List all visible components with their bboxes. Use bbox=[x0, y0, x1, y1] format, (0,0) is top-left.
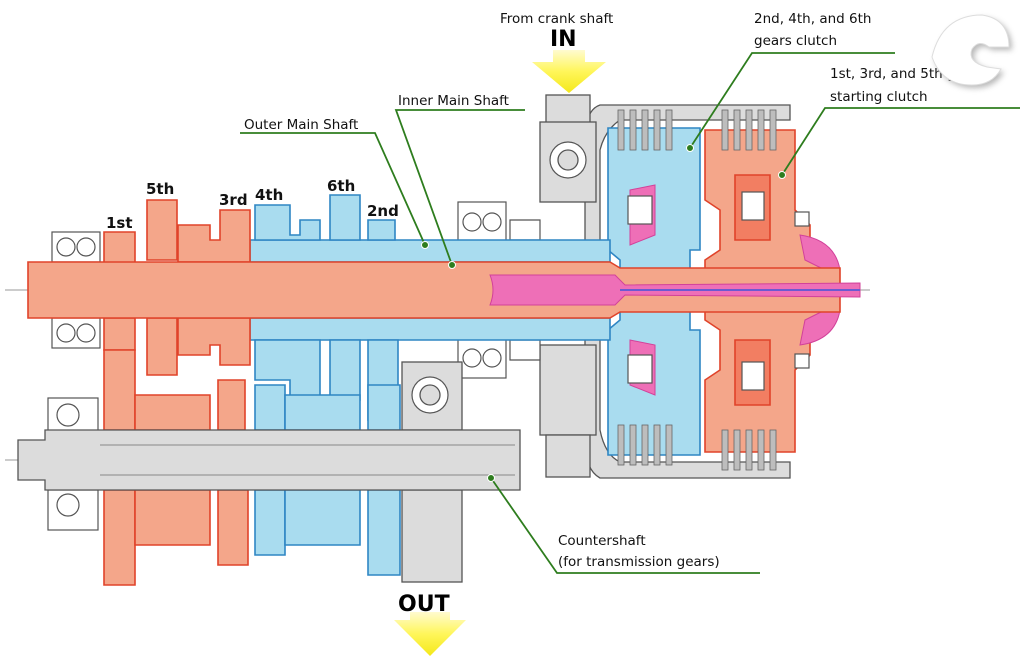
label-even-clutch-line1: 2nd, 4th, and 6th bbox=[754, 11, 871, 27]
odd-clutch-plates-bottom bbox=[721, 429, 777, 471]
leader-lines bbox=[240, 52, 1020, 574]
gear-3rd-bottom bbox=[177, 317, 251, 366]
even-clutch-plates-bottom bbox=[617, 424, 673, 466]
gear-label-2nd: 2nd bbox=[367, 202, 399, 220]
label-from-crank-shaft: From crank shaft bbox=[500, 11, 613, 27]
inner-main-shaft bbox=[27, 261, 841, 319]
label-out: OUT bbox=[398, 592, 450, 617]
label-in: IN bbox=[550, 27, 577, 52]
leader-even-clutch bbox=[689, 52, 895, 149]
gear-label-3rd: 3rd bbox=[219, 191, 248, 209]
primary-gear-top bbox=[545, 94, 591, 126]
odd-gears-upper bbox=[103, 199, 251, 376]
label-odd-clutch-line2: starting clutch bbox=[830, 89, 928, 105]
clutch-housing bbox=[539, 94, 791, 479]
output-sprocket bbox=[401, 489, 463, 583]
gear-label-6th: 6th bbox=[327, 177, 355, 195]
gear-label-5th: 5th bbox=[146, 180, 174, 198]
label-even-clutch-line2: gears clutch bbox=[754, 33, 837, 49]
countershaft-gears bbox=[103, 349, 463, 586]
gear-6th-top bbox=[329, 194, 361, 241]
leader-countershaft bbox=[490, 477, 760, 574]
label-outer-main-shaft: Outer Main Shaft bbox=[244, 117, 358, 133]
primary-gear-bottom bbox=[545, 434, 591, 478]
gear-5th-bottom bbox=[146, 317, 178, 376]
gear-2nd-top bbox=[367, 219, 396, 241]
helmet-logo-icon bbox=[931, 14, 1012, 88]
leader-inner-main-shaft bbox=[394, 109, 525, 266]
odd-clutch-plates-top bbox=[721, 109, 777, 151]
output-arrow bbox=[394, 612, 466, 656]
gear-6th-bottom bbox=[329, 339, 361, 401]
main-shaft-bearings bbox=[51, 201, 541, 379]
label-inner-main-shaft: Inner Main Shaft bbox=[398, 93, 509, 109]
gear-label-1st: 1st bbox=[106, 214, 133, 232]
even-clutch-plates-top bbox=[617, 109, 673, 151]
gear-4th-top bbox=[254, 204, 321, 241]
watermark-shadow: ścigacz.pl bbox=[803, 618, 970, 653]
gear-label-4th: 4th bbox=[255, 186, 283, 204]
leader-odd-clutch bbox=[781, 107, 1020, 176]
gear-1st-bottom bbox=[103, 317, 136, 351]
input-arrow bbox=[532, 50, 606, 93]
watermark: ścigacz.pl bbox=[801, 615, 968, 650]
gear-5th-top bbox=[146, 199, 178, 261]
label-countershaft-line2: (for transmission gears) bbox=[558, 554, 720, 570]
gear-1st-top bbox=[103, 231, 136, 266]
gear-3rd-top bbox=[177, 209, 251, 263]
countershaft bbox=[17, 429, 521, 491]
leader-outer-main-shaft bbox=[240, 132, 426, 246]
label-countershaft-line1: Countershaft bbox=[558, 533, 646, 549]
